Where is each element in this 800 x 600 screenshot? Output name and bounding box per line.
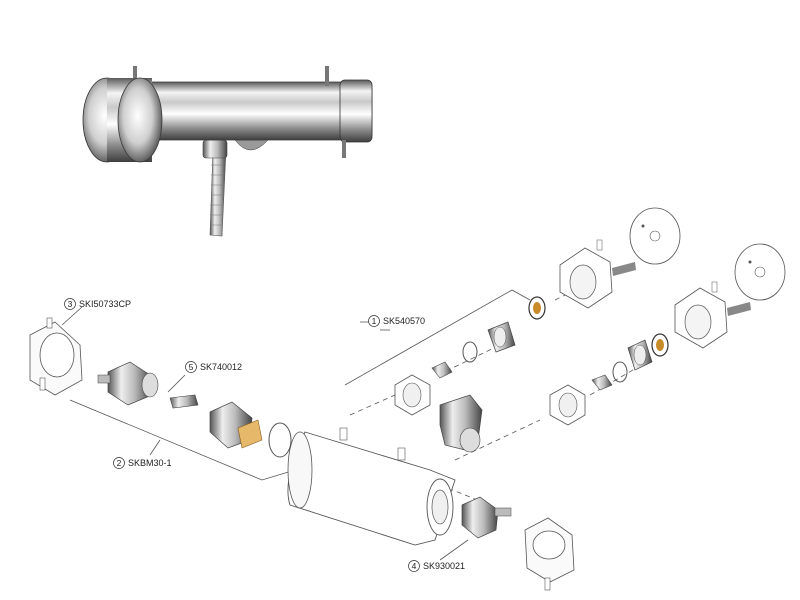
part-spring-cartridge — [209, 401, 263, 449]
callout-2-number: 2 — [117, 458, 122, 468]
part-o-ring-left — [268, 422, 292, 458]
part-handle-left — [29, 317, 83, 396]
callout-1-code: SK540570 — [383, 316, 425, 326]
callout-2-code: SKBM30-1 — [128, 458, 172, 468]
callout-3-code: SKI50733CP — [79, 299, 131, 309]
callout-5: 5 SK740012 — [185, 361, 242, 373]
part-wall-flange-1a — [629, 207, 681, 265]
part-valve-body — [287, 427, 456, 546]
part-thermostatic-cartridge — [97, 361, 159, 406]
callout-1-number: 1 — [372, 316, 377, 326]
part-wall-flange-1b — [734, 243, 786, 301]
part-check-valve-1b — [591, 374, 613, 391]
product-photo-valve — [82, 66, 373, 237]
part-handle-right — [524, 517, 575, 591]
part-eccentric-1b — [674, 281, 751, 349]
callout-5-code: SK740012 — [200, 362, 242, 372]
callout-4-code: SK930021 — [423, 561, 465, 571]
callout-4: 4 SK930021 — [408, 560, 465, 572]
part-washer-1b — [651, 333, 669, 357]
part-o-ring-1a — [462, 341, 478, 363]
callout-3-number: 3 — [68, 299, 73, 309]
part-washer-1a — [528, 296, 546, 320]
callout-4-number: 4 — [412, 561, 417, 571]
part-hex-nut-1b — [549, 384, 586, 426]
part-elbow-outlet — [439, 394, 483, 453]
callout-5-number: 5 — [189, 362, 194, 372]
part-eccentric-1a — [559, 239, 636, 309]
part-fitting-1a — [487, 321, 516, 353]
part-hex-nut-1a — [394, 374, 431, 416]
part-o-ring-1b — [612, 361, 628, 383]
part-spindle — [169, 394, 199, 409]
part-flow-cartridge — [461, 496, 512, 539]
part-fitting-1b — [627, 339, 653, 371]
callout-2: 2 SKBM30-1 — [113, 457, 172, 469]
part-check-valve-1a — [431, 361, 453, 379]
callout-3: 3 SKI50733CP — [64, 298, 131, 310]
callout-1: 1 SK540570 — [368, 315, 425, 327]
